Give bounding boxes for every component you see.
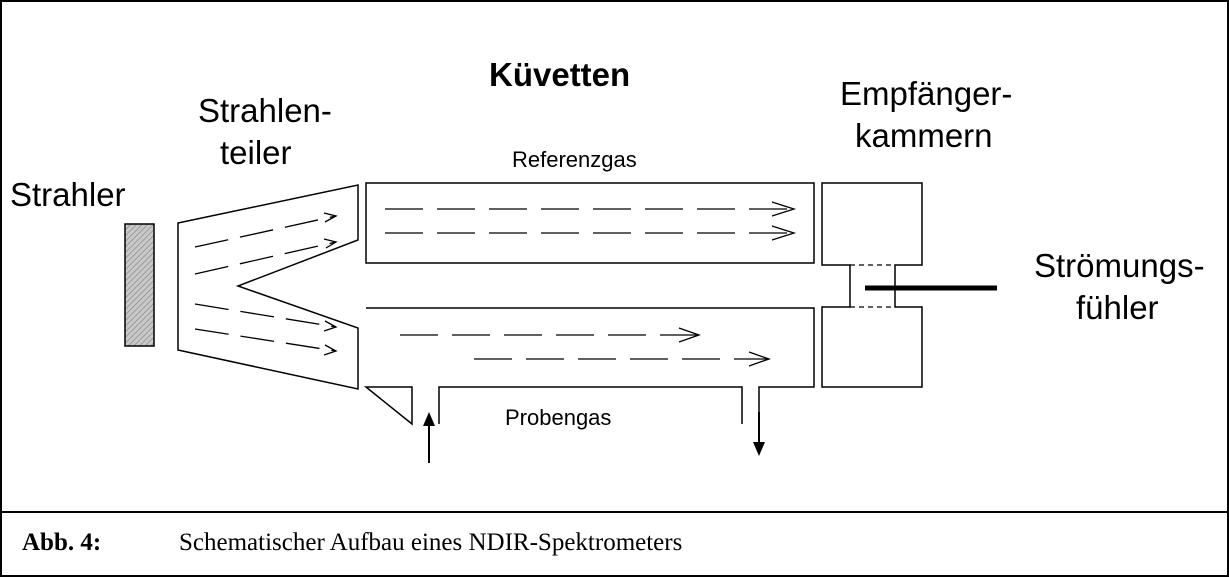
figure-caption: Abb. 4: Schematischer Aufbau eines NDIR-S… (22, 529, 682, 569)
label-probengas: Probengas (505, 405, 611, 430)
ndir-diagram: Küvetten Strahler Strahlen- teiler Empfä… (10, 56, 1205, 463)
label-empfaenger-line2: kammern (855, 117, 993, 154)
reference-cuvette (365, 182, 815, 264)
label-stroemungsfuehler-line2: fühler (1076, 289, 1159, 326)
radiation-source (124, 223, 155, 347)
sample-beam-arrows (400, 327, 771, 367)
caption-divider (2, 511, 1229, 513)
gas-outlet-arrow (753, 412, 765, 456)
sample-cuvette (363, 307, 815, 426)
label-empfaenger-line1: Empfänger- (840, 75, 1012, 112)
receiver-chambers (821, 182, 923, 388)
caption-label: Abb. 4: (22, 529, 102, 556)
caption-text: Schematischer Aufbau eines NDIR-Spektrom… (179, 529, 683, 556)
splitter-beam-arrows (194, 212, 338, 356)
label-strahler: Strahler (10, 176, 126, 213)
membrane-dashes (850, 264, 895, 308)
reference-beam-arrows (385, 201, 797, 241)
title-kuevetten: Küvetten (489, 56, 630, 93)
beam-splitter (177, 184, 359, 390)
label-strahlenteiler-line1: Strahlen- (198, 92, 332, 129)
label-stroemungsfuehler-line1: Strömungs- (1034, 247, 1205, 284)
label-referenzgas: Referenzgas (512, 147, 637, 172)
label-strahlenteiler-line2: teiler (220, 134, 292, 171)
gas-inlet-arrow (423, 412, 435, 463)
